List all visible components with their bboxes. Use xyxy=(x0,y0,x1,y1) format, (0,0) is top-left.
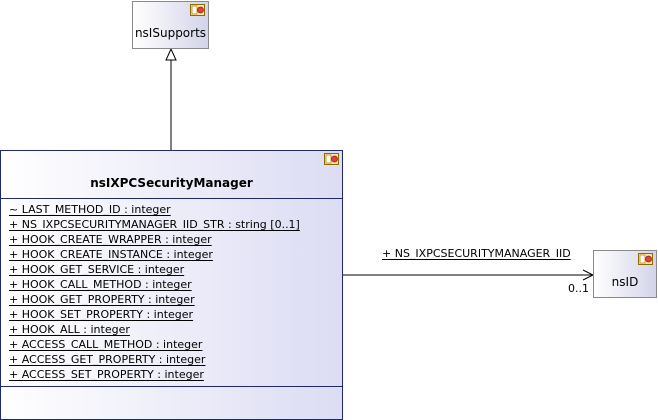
attribute-text: ~ LAST_METHOD_ID : integer xyxy=(9,203,171,216)
attribute-row[interactable]: + NS_IXPCSECURITYMANAGER_IID_STR : strin… xyxy=(9,217,300,232)
attribute-text: + ACCESS_GET_PROPERTY : integer xyxy=(9,353,206,366)
attribute-list: ~ LAST_METHOD_ID : integer + NS_IXPCSECUR… xyxy=(9,202,300,382)
association-role-label: + NS_IXPCSECURITYMANAGER_IID xyxy=(382,247,571,260)
name-divider xyxy=(1,198,342,199)
attribute-text: + HOOK_GET_SERVICE : integer xyxy=(9,263,185,276)
class-nsixpcsecuritymanager[interactable]: nsIXPCSecurityManager ~ LAST_METHOD_ID :… xyxy=(0,150,343,420)
attribute-row[interactable]: + ACCESS_CALL_METHOD : integer xyxy=(9,337,300,352)
attribute-row[interactable]: + HOOK_CALL_METHOD : integer xyxy=(9,277,300,292)
class-name: nsID xyxy=(611,275,639,289)
attribute-row[interactable]: + HOOK_ALL : integer xyxy=(9,322,300,337)
attribute-row[interactable]: + HOOK_CREATE_WRAPPER : integer xyxy=(9,232,300,247)
attribute-row[interactable]: + ACCESS_GET_PROPERTY : integer xyxy=(9,352,300,367)
uml-class-icon xyxy=(190,4,205,16)
attribute-text: + HOOK_CREATE_WRAPPER : integer xyxy=(9,233,212,246)
class-nsisupports[interactable]: nsISupports xyxy=(132,1,209,49)
attribute-text: + ACCESS_CALL_METHOD : integer xyxy=(9,338,203,351)
attribute-text: + HOOK_SET_PROPERTY : integer xyxy=(9,308,194,321)
attribute-row[interactable]: + ACCESS_SET_PROPERTY : integer xyxy=(9,367,300,382)
attribute-text: + HOOK_CREATE_INSTANCE : integer xyxy=(9,248,213,261)
association-multiplicity: 0..1 xyxy=(568,282,589,295)
class-name: nsIXPCSecurityManager xyxy=(90,176,253,190)
attribute-text: + ACCESS_SET_PROPERTY : integer xyxy=(9,368,204,381)
attribute-text: + HOOK_CALL_METHOD : integer xyxy=(9,278,192,291)
class-name: nsISupports xyxy=(134,26,207,40)
attribute-row[interactable]: + HOOK_GET_PROPERTY : integer xyxy=(9,292,300,307)
class-nsid[interactable]: nsID xyxy=(593,250,657,298)
attribute-text: + HOOK_ALL : integer xyxy=(9,323,130,336)
uml-class-icon xyxy=(324,153,339,165)
generalization-arrow-icon xyxy=(165,47,177,61)
uml-class-icon xyxy=(638,253,653,265)
operations-divider xyxy=(1,386,342,387)
attribute-row[interactable]: ~ LAST_METHOD_ID : integer xyxy=(9,202,300,217)
attribute-row[interactable]: + HOOK_SET_PROPERTY : integer xyxy=(9,307,300,322)
attribute-row[interactable]: + HOOK_GET_SERVICE : integer xyxy=(9,262,300,277)
attribute-row[interactable]: + HOOK_CREATE_INSTANCE : integer xyxy=(9,247,300,262)
attribute-text: + HOOK_GET_PROPERTY : integer xyxy=(9,293,195,306)
attribute-text: + NS_IXPCSECURITYMANAGER_IID_STR : strin… xyxy=(9,218,300,231)
